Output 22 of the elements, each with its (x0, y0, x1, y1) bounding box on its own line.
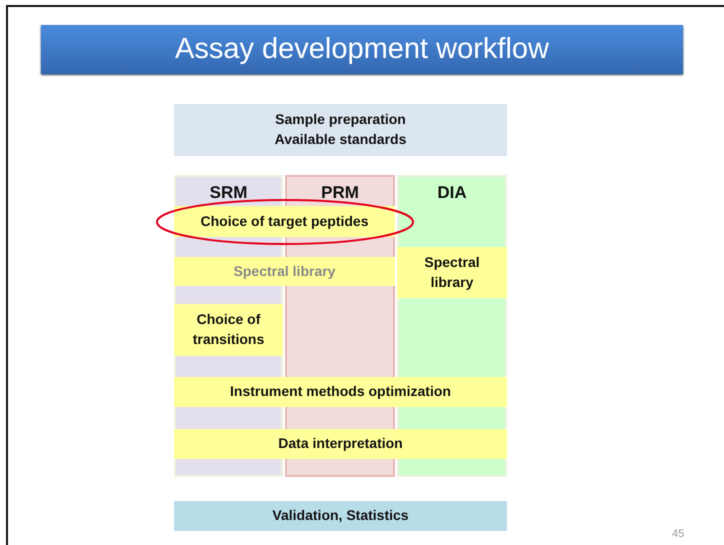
node-text: Sample preparation (275, 110, 406, 130)
process-box (174, 104, 507, 156)
step-bar (174, 304, 283, 356)
node-text: Choice of transitions (192, 310, 266, 349)
node-text: Spectral library (234, 262, 336, 281)
node-text: Data interpretation (278, 434, 403, 454)
node-text: Instrument methods optimization (230, 382, 451, 402)
node-text: PRM (321, 182, 359, 204)
node-text: Validation, Statistics (272, 506, 409, 526)
step-bar (174, 206, 395, 237)
node-text: Available standards (274, 130, 406, 149)
title-bar: Assay development workflow (41, 25, 683, 74)
step-bar (174, 257, 395, 286)
step-bar (174, 377, 507, 407)
step-bar (174, 429, 507, 459)
node-text: DIA (437, 182, 467, 204)
step-bar (397, 247, 507, 298)
node-text: Spectral library (423, 252, 481, 292)
page-number: 45 (672, 528, 684, 540)
node-text: Choice of target peptides (200, 212, 369, 231)
node-text: SRM (210, 182, 248, 204)
process-box (174, 501, 507, 531)
